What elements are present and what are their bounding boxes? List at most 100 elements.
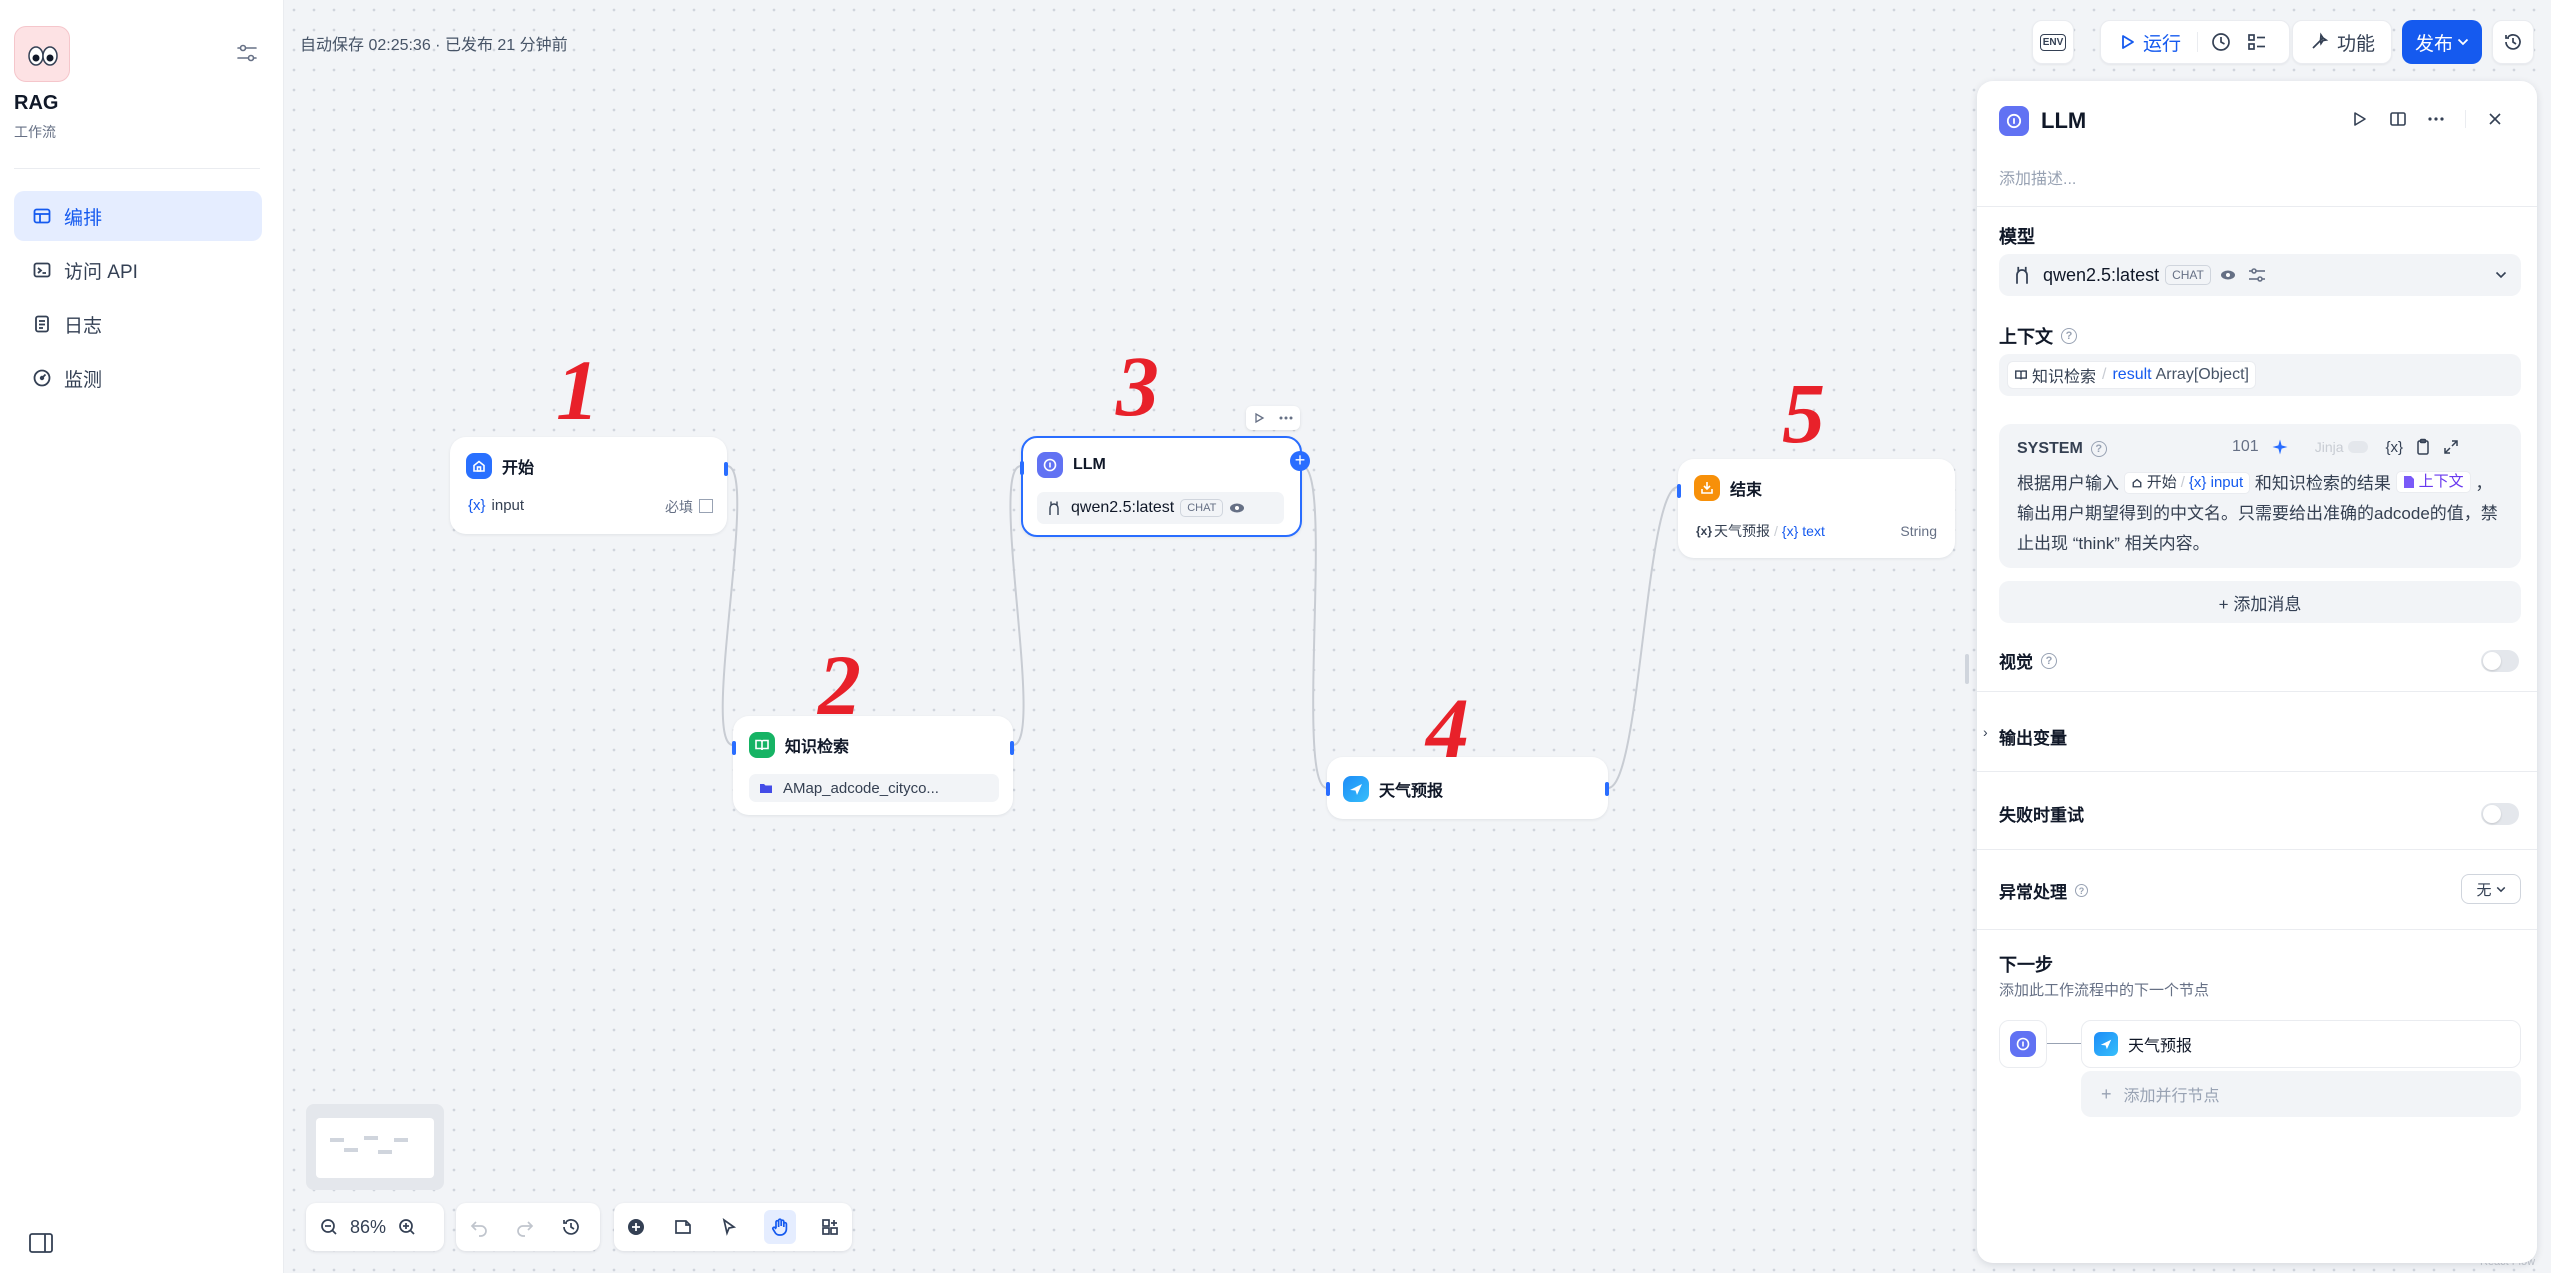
app-settings-icon[interactable] <box>232 38 262 68</box>
help-icon[interactable]: ? <box>2090 441 2107 457</box>
node-weather[interactable]: 天气预报 <box>1326 757 1609 819</box>
sidebar: RAG 工作流 编排 访问 API 日志 监测 <box>0 0 284 1273</box>
error-label-row: 异常处理 ? <box>1999 878 2088 903</box>
context-type: Array[Object] <box>2155 366 2249 383</box>
context-variable-selector[interactable]: 知识检索 / result Array[Object] <box>1999 354 2521 396</box>
file-icon <box>2403 476 2414 488</box>
zoom-out-icon[interactable] <box>316 1214 342 1240</box>
copy-icon[interactable] <box>2415 438 2431 456</box>
sidebar-item-label: 日志 <box>64 315 103 337</box>
add-node-icon[interactable] <box>624 1214 649 1240</box>
env-button[interactable]: ENV <box>2032 20 2074 64</box>
edge-knowledge-llm <box>1009 465 1025 746</box>
zoom-level[interactable]: 86% <box>350 1216 387 1237</box>
sidebar-item-monitor[interactable]: 监测 <box>14 353 262 403</box>
layout-icon <box>33 208 51 224</box>
features-button[interactable]: 功能 <box>2292 20 2392 64</box>
chevron-right-icon[interactable]: › <box>1983 724 1988 740</box>
history-icon[interactable] <box>558 1214 584 1240</box>
output-handle[interactable] <box>724 462 728 476</box>
ai-generate-icon[interactable] <box>2271 438 2289 456</box>
model-label: 模型 <box>1999 227 2035 247</box>
context-label: 上下文 <box>1999 327 2053 347</box>
jinja-label: Jinja <box>2314 439 2344 455</box>
zoom-in-icon[interactable] <box>394 1214 420 1240</box>
expand-icon[interactable] <box>2443 439 2459 455</box>
jinja-toggle[interactable] <box>2347 441 2368 453</box>
eye-icon <box>1230 503 1245 513</box>
app-logo <box>14 26 70 82</box>
add-message-button[interactable]: + 添加消息 <box>1999 581 2521 623</box>
run-button[interactable]: 运行 <box>2109 25 2193 59</box>
next-node-item[interactable]: 天气预报 <box>2081 1020 2521 1068</box>
output-handle[interactable] <box>1605 782 1609 796</box>
input-handle[interactable] <box>1020 461 1024 475</box>
system-prompt-text: 根据用户输入 开始 / {x} input 和知识检索的结果 上下文 ，输出用户… <box>2017 469 2507 559</box>
ref-var: {x} input <box>2188 474 2244 491</box>
more-icon[interactable] <box>2427 110 2445 128</box>
run-node-icon[interactable] <box>2351 110 2369 128</box>
publish-button[interactable]: 发布 <box>2402 20 2482 64</box>
add-parallel-node-button[interactable]: + 添加并行节点 <box>2081 1071 2521 1117</box>
model-selector[interactable]: qwen2.5:latest CHAT <box>1999 254 2521 296</box>
node-start[interactable]: 开始 {x} input 必填 <box>450 437 728 534</box>
panel-title[interactable]: LLM <box>2041 108 2087 133</box>
insert-variable-icon[interactable]: {x} <box>2385 438 2404 456</box>
input-handle[interactable] <box>1326 782 1330 796</box>
env-icon: ENV <box>2039 33 2067 51</box>
description-input[interactable]: 添加描述... <box>1999 171 2077 188</box>
annotation-3: 3 <box>1116 338 1159 434</box>
input-handle[interactable] <box>1677 484 1681 498</box>
var-name: input <box>491 497 525 514</box>
sidebar-item-label: 访问 API <box>64 261 138 283</box>
log-icon <box>35 315 49 333</box>
redo-icon[interactable] <box>512 1214 538 1240</box>
vision-toggle[interactable] <box>2481 650 2519 672</box>
chevron-down-icon <box>2496 886 2505 892</box>
sidebar-item-orchestrate[interactable]: 编排 <box>14 191 262 241</box>
output-vars-label[interactable]: 输出变量 <box>1999 729 2067 748</box>
close-icon[interactable] <box>2486 110 2504 128</box>
sidebar-collapse-icon[interactable] <box>28 1232 54 1254</box>
node-knowledge-retrieval[interactable]: 知识检索 AMap_adcode_cityco... <box>732 716 1014 815</box>
add-next-node-button[interactable]: + <box>1290 451 1310 471</box>
help-icon[interactable]: ? <box>2041 652 2057 669</box>
pointer-icon[interactable] <box>717 1214 742 1240</box>
output-handle[interactable] <box>1010 741 1014 755</box>
canvas-tools-toolbar <box>614 1203 852 1251</box>
context-label-row: 上下文 ? <box>1999 323 2077 349</box>
model-badge: CHAT <box>1180 499 1224 517</box>
checklist-icon[interactable] <box>2246 31 2268 53</box>
node-llm[interactable]: LLM qwen2.5:latest CHAT + <box>1020 436 1310 537</box>
help-icon[interactable]: ? <box>2061 328 2077 344</box>
start-var-row: {x} input 必填 <box>468 497 713 517</box>
retry-toggle[interactable] <box>2481 803 2519 825</box>
sidebar-divider <box>14 168 260 169</box>
node-end[interactable]: 结束 {x} 天气预报 / {x} text String <box>1677 459 1955 558</box>
more-icon[interactable] <box>1279 416 1293 420</box>
add-note-icon[interactable] <box>671 1214 696 1240</box>
undo-icon[interactable] <box>466 1214 492 1240</box>
run-node-icon[interactable] <box>1253 412 1265 424</box>
node-title: LLM <box>1073 456 1106 473</box>
next-step-label: 下一步 <box>1999 955 2053 975</box>
next-node-name: 天气预报 <box>2128 1038 2193 1055</box>
hand-icon[interactable] <box>763 1210 796 1244</box>
checklist-time-icon[interactable] <box>2210 31 2232 53</box>
error-strategy-select[interactable]: 无 <box>2461 874 2521 904</box>
help-icon[interactable]: ? <box>2075 884 2088 897</box>
current-node-icon <box>1999 1020 2047 1068</box>
model-params-icon[interactable] <box>2247 266 2267 284</box>
system-prompt-editor[interactable]: SYSTEM ? 101 Jinja {x} 根据用户输入 开始 / {x} i… <box>1999 424 2521 568</box>
minimap[interactable] <box>306 1104 444 1190</box>
app-type: 工作流 <box>14 124 56 140</box>
sidebar-item-logs[interactable]: 日志 <box>14 299 262 349</box>
sidebar-item-api[interactable]: 访问 API <box>14 245 262 295</box>
split-view-icon[interactable] <box>2389 110 2407 128</box>
organize-blocks-icon[interactable] <box>818 1214 843 1240</box>
panel-resize-handle[interactable] <box>1965 654 1969 684</box>
token-count: 101 <box>2232 438 2259 455</box>
version-history-button[interactable] <box>2492 20 2534 64</box>
input-handle[interactable] <box>732 741 736 755</box>
ollama-icon <box>2016 266 2028 284</box>
